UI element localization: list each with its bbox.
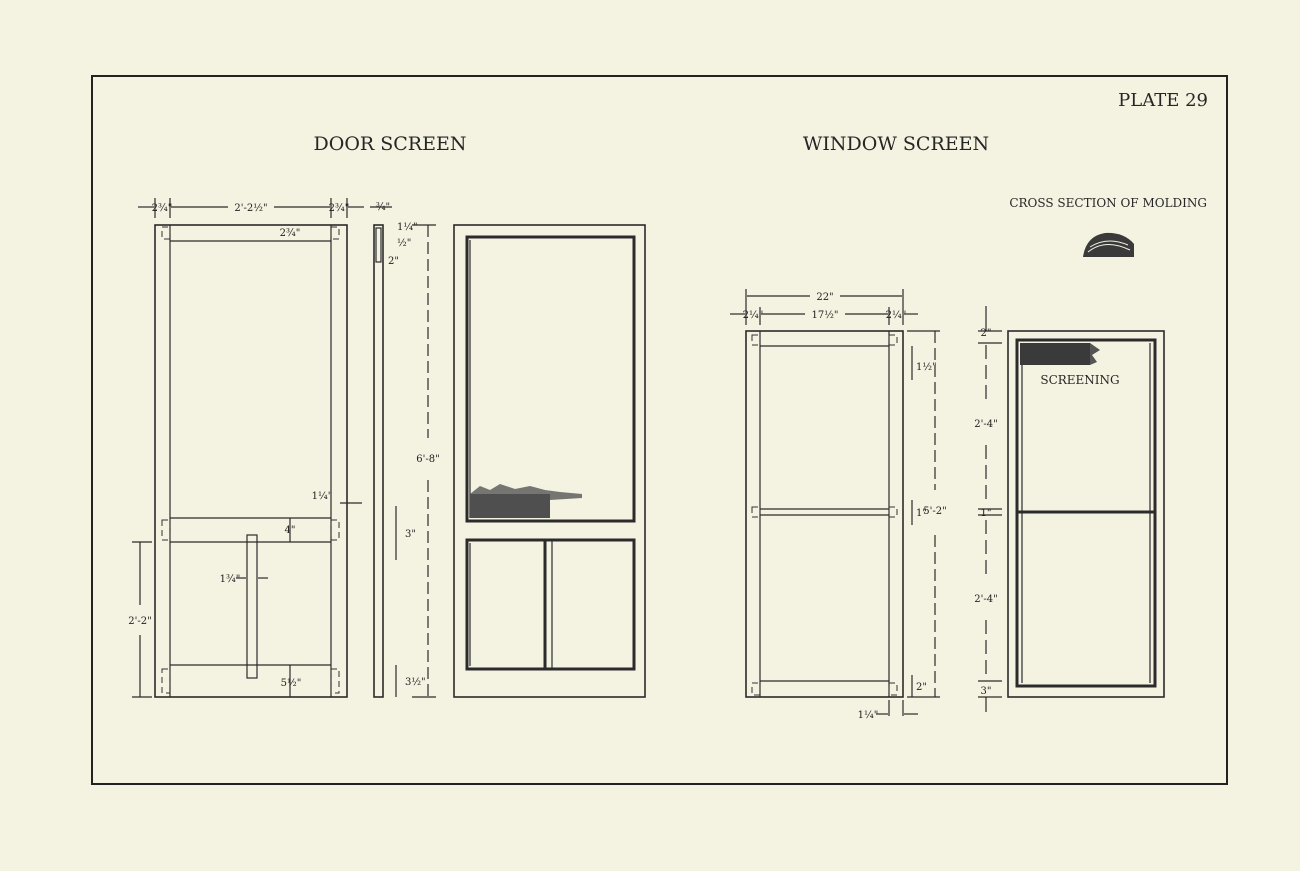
door-dim-top-rail: 2¾" [280,228,301,239]
door-dim-edge-a: ½" [397,238,411,249]
door-screen-back [453,224,646,698]
window-dim-overall-width: 22" [816,292,833,303]
plate-border [91,75,1228,785]
door-dim-muntin: 1¾" [220,574,241,585]
window-dim-mid-space: 1" [981,508,992,519]
window-back-dims: 2" 2'-4" 1" 2'-4" 3" [974,306,1002,712]
door-dim-mid-rail-section: 3" [405,529,416,540]
window-dim-bottom-offset: 1¼" [858,710,879,721]
window-dim-inner-width: 17½" [811,310,838,321]
door-dim-stile-right: 2¾" [329,203,350,214]
window-dim-mid-rail: 1" [916,508,927,519]
window-dim-side-right: 2¼" [886,310,907,321]
door-dim-stile-left: 2¾" [152,203,173,214]
door-dim-lower-height: 2'-2" [128,616,151,627]
window-dim-height: 5'-2" [923,506,946,517]
window-dim-side-left: 2¼" [743,310,764,321]
door-dim-rail-thickness: 1¼" [312,491,333,502]
door-dim-height: 6'-8" [416,454,439,465]
screening-label: SCREENING [1040,373,1119,387]
molding-section-icon [1083,232,1134,257]
window-screening-hatch [1020,343,1100,365]
door-screen-edge-view: ¾" ½" 2" 1¼" 3" 3½" 6'-8" [370,202,440,698]
window-dim-top-space: 2" [981,328,992,339]
door-dim-edge-width: ¾" [376,202,390,213]
window-dim-bottom-rail: 2" [916,682,927,693]
window-dim-upper-panel: 2'-4" [974,419,997,430]
window-height-dims: 5'-2" 1½" 1" 2" 1¼" [858,330,947,721]
window-screen-title: WINDOW SCREEN [803,133,989,155]
window-screen-front [745,330,904,698]
door-dim-edge-c: 1¼" [397,222,418,233]
door-screening-hatch [470,484,582,518]
window-dim-bottom-space: 3" [981,686,992,697]
molding-label: CROSS SECTION OF MOLDING [1009,196,1207,210]
window-width-dims: 22" 2¼" 17½" 2¼" [730,289,918,325]
window-dim-lower-panel: 2'-4" [974,594,997,605]
door-screen-front [154,224,348,698]
door-dim-bottom-rail-section: 3½" [405,677,426,688]
door-interior-dims: 4" 5½" 1¾" 2'-2" 1¼" [128,491,362,698]
window-dim-top-rail: 1½" [916,362,937,373]
window-screen-back: SCREENING [1007,330,1165,698]
door-screen-title: DOOR SCREEN [314,133,467,155]
door-dim-edge-b: 2" [388,256,399,267]
plate-number: PLATE 29 [1118,90,1208,111]
door-dim-inner-width: 2'-2½" [234,203,267,214]
door-dim-bottom-rail: 5½" [281,678,302,689]
door-dim-mid-rail: 4" [285,525,296,536]
door-width-dims: 2¾" 2'-2½" 2¾" 2¾" [138,198,364,239]
